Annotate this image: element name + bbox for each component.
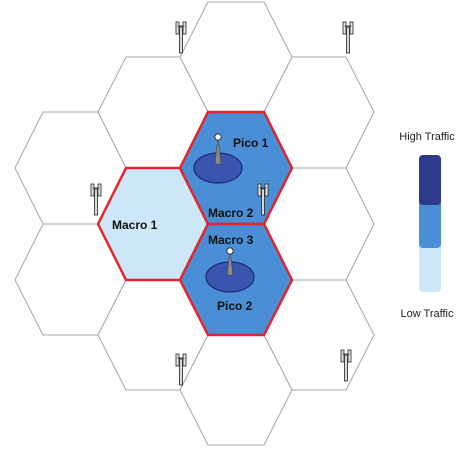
pico2-zone: [205, 247, 255, 293]
legend-high-label: High Traffic: [399, 131, 455, 143]
pico-antenna-icon: [226, 247, 234, 276]
legend-low-label: Low Traffic: [401, 308, 454, 320]
pico1-label: Pico 1: [233, 136, 269, 150]
pico2-label: Pico 2: [217, 299, 253, 313]
pico1-zone: [193, 133, 243, 184]
legend-high-swatch: [419, 155, 441, 205]
macro1-label: Macro 1: [112, 218, 158, 232]
macro3-label: Macro 3: [208, 233, 254, 247]
pico-antenna-icon: [214, 133, 222, 165]
traffic-legend: High Traffic Low Traffic: [399, 131, 455, 320]
antenna-tower-icon: [342, 21, 354, 54]
legend-medium-swatch: [419, 196, 441, 248]
macro2-label: Macro 2: [208, 206, 254, 220]
